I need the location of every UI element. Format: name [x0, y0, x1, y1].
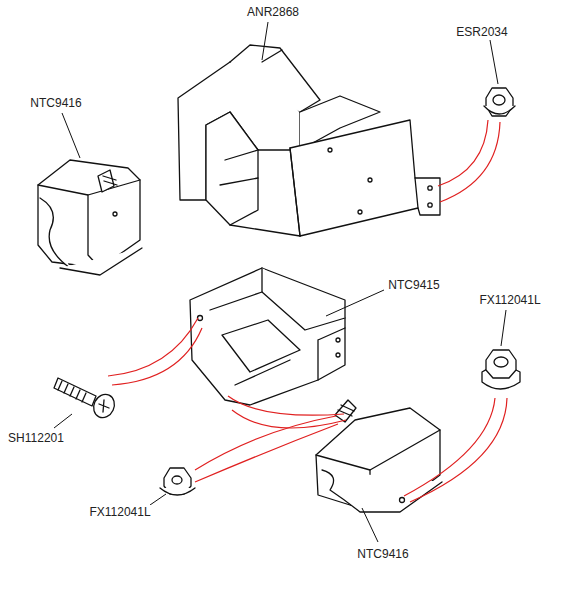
- leader-lines: [54, 22, 506, 542]
- assembly-lines: [108, 120, 507, 502]
- part-number: SH112201: [7, 431, 65, 445]
- bracket-ntc9415: [190, 268, 345, 405]
- part-number: FX112041L: [478, 293, 541, 307]
- part-number: NTC9415: [387, 278, 440, 292]
- mount-ntc9416-upper: [38, 160, 142, 275]
- part-number: NTC9416: [356, 547, 409, 561]
- flange-nut-small: [160, 468, 195, 495]
- bolt-sh112201: [54, 378, 118, 421]
- part-number: ESR2034: [455, 25, 508, 39]
- flange-nut-large: [482, 350, 520, 389]
- part-number: ANR2868: [246, 5, 300, 19]
- bracket-anr2868: [178, 45, 440, 236]
- part-number: FX112041L: [88, 505, 151, 519]
- part-number: NTC9416: [29, 96, 82, 110]
- flange-nut-esr2034: [484, 88, 515, 116]
